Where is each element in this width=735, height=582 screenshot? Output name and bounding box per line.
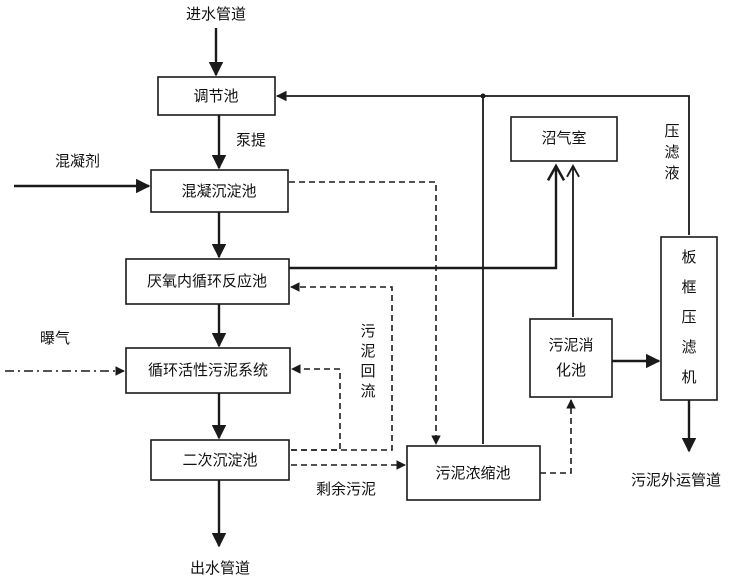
box-regulating-tank: 调节池 <box>157 76 276 116</box>
dashed-sludge-return-to-anaerobic <box>290 282 393 451</box>
sludge-return-char-3: 回 <box>360 362 375 380</box>
regulating-tank-label: 调节池 <box>193 87 238 105</box>
excess-sludge-label: 剩余污泥 <box>316 480 376 498</box>
box-plate-frame-filter-press: 板 框 压 滤 机 <box>660 236 718 401</box>
sludge-return-char-2: 泥 <box>360 342 375 360</box>
filtrate-label: 压 滤 液 <box>664 122 679 182</box>
sludge-disposal-label: 污泥外运管道 <box>631 471 721 489</box>
filtrate-char-1: 压 <box>664 122 679 140</box>
sludge-return-char-1: 污 <box>360 322 375 340</box>
sludge-thickener-label: 污泥浓缩池 <box>435 464 510 482</box>
filter-press-char-3: 压 <box>681 308 696 326</box>
filter-press-char-5: 机 <box>681 368 696 386</box>
dashed-sludge-return-to-activated <box>291 364 341 451</box>
coagulation-tank-label: 混凝沉淀池 <box>181 182 256 200</box>
box-coagulation-sedimentation-tank: 混凝沉淀池 <box>150 169 289 213</box>
activated-sludge-label: 循环活性污泥系统 <box>148 361 268 379</box>
main-flow-arrows <box>208 28 227 548</box>
box-anaerobic-reactor: 厌氧内循环反应池 <box>125 258 290 305</box>
secondary-clarifier-label: 二次沉淀池 <box>182 451 257 469</box>
anaerobic-reactor-label: 厌氧内循环反应池 <box>147 272 267 290</box>
digester-label-line2: 化池 <box>556 361 586 379</box>
junction-dot <box>480 93 486 99</box>
aeration-label: 曝气 <box>40 329 70 347</box>
box-biogas-chamber: 沼气室 <box>510 116 618 162</box>
box-sludge-thickener: 污泥浓缩池 <box>406 445 541 501</box>
box-sludge-digester: 污泥消 化池 <box>529 318 613 398</box>
arrow-anaerobic-to-biogas <box>289 163 566 270</box>
filtrate-char-3: 液 <box>664 164 679 182</box>
arrow-filtrate-return <box>275 90 690 235</box>
pump-lift-label: 泵提 <box>236 131 266 149</box>
sludge-return-char-4: 流 <box>360 382 375 400</box>
sludge-return-label: 污 泥 回 流 <box>360 322 375 400</box>
filter-press-char-2: 框 <box>681 278 696 296</box>
outlet-pipe-label: 出水管道 <box>190 559 250 577</box>
dashed-coagulation-sludge-to-thickener <box>289 181 441 445</box>
box-activated-sludge-system: 循环活性污泥系统 <box>125 347 291 394</box>
inlet-pipe-label: 进水管道 <box>186 5 246 23</box>
dashed-thickener-to-digester <box>540 399 576 474</box>
box-secondary-clarifier: 二次沉淀池 <box>150 439 290 481</box>
digester-label-line1: 污泥消 <box>548 336 593 354</box>
biogas-chamber-label: 沼气室 <box>541 129 586 147</box>
coagulant-label: 混凝剂 <box>55 152 100 170</box>
filtrate-char-2: 滤 <box>664 143 679 161</box>
filter-press-char-4: 滤 <box>681 338 696 356</box>
filter-press-char-1: 板 <box>681 248 696 266</box>
